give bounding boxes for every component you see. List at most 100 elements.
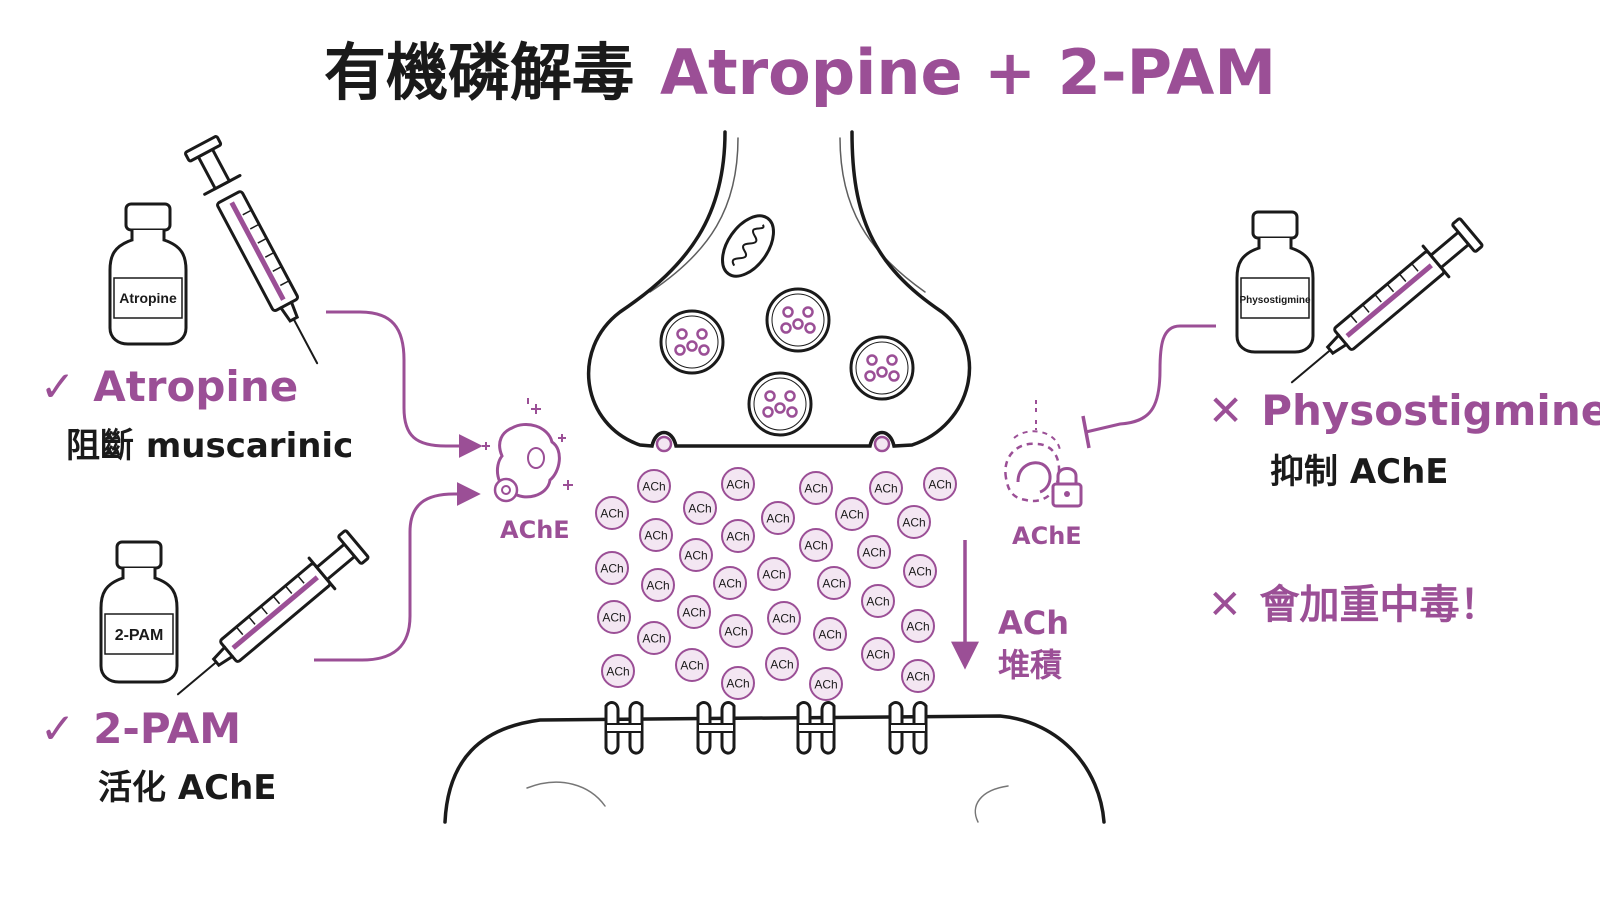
ach-molecule: ACh (601, 654, 635, 688)
ache-active-label: AChE (500, 516, 570, 544)
title-zh: 有機磷解毒 (323, 36, 634, 109)
ach-label: ACh (726, 478, 749, 492)
mitochondrion-icon (721, 214, 775, 278)
title-en: Atropine + 2-PAM (659, 36, 1277, 109)
ach-molecule: ACh (597, 600, 631, 634)
ach-molecule: ACh (719, 614, 753, 648)
ach-molecule: ACh (857, 535, 891, 569)
ach-molecule: ACh (721, 666, 755, 700)
ach-molecule: ACh (595, 496, 629, 530)
ach-label: ACh (766, 512, 789, 526)
check-icon: ✓ (40, 362, 76, 411)
ach-label: ACh (726, 530, 749, 544)
ach-label: ACh (680, 659, 703, 673)
ach-molecule: ACh (641, 568, 675, 602)
ach-label: ACh (908, 565, 931, 579)
ach-molecule: ACh (757, 557, 791, 591)
ach-label: ACh (606, 665, 629, 679)
ach-molecule: ACh (817, 566, 851, 600)
ach-label: ACh (688, 502, 711, 516)
postsynaptic-membrane (443, 714, 1106, 824)
ach-molecule: ACh (861, 637, 895, 671)
ach-label: ACh (902, 516, 925, 530)
ach-molecule: ACh (637, 469, 671, 503)
ach-molecule: ACh (809, 667, 843, 701)
ach-label: ACh (642, 480, 665, 494)
syringe-icon (184, 135, 319, 365)
receptor-icon (796, 701, 836, 755)
ach-accumulation-label: ACh 堆積 (998, 602, 1069, 686)
presynaptic-terminal (586, 130, 972, 448)
vial-icon: Physostigmine (1235, 210, 1315, 354)
ach-label: ACh (906, 670, 929, 684)
physo-desc: 抑制 AChE (1270, 452, 1449, 492)
pam-name: 2-PAM (93, 704, 242, 753)
ach-molecule: ACh (721, 519, 755, 553)
atropine-vial-label: Atropine (119, 290, 177, 306)
ach-label: ACh (762, 568, 785, 582)
inhibition-bar (1081, 415, 1091, 449)
ach-label: ACh (874, 482, 897, 496)
physo-heading: ✕ Physostigmine (1208, 386, 1600, 435)
ach-molecule: ACh (675, 648, 709, 682)
ach-label: ACh (724, 625, 747, 639)
ach-label: ACh (906, 620, 929, 634)
ach-molecule: ACh (799, 471, 833, 505)
receptor-icon (888, 701, 928, 755)
ach-label: ACh (928, 478, 951, 492)
vial-icon: 2-PAM (99, 540, 179, 684)
ach-label: ACh (726, 677, 749, 691)
atropine-arrow (326, 310, 483, 458)
ach-molecule: ACh (721, 467, 755, 501)
accumulation-line2: 堆積 (998, 646, 1063, 684)
ach-molecule: ACh (901, 609, 935, 643)
ach-label: ACh (814, 678, 837, 692)
vesicle-icon (849, 335, 915, 401)
ach-label: ACh (804, 539, 827, 553)
atropine-name: Atropine (93, 362, 299, 411)
ach-label: ACh (642, 632, 665, 646)
receptor-icon (604, 701, 644, 755)
release-site (655, 435, 673, 453)
ach-molecule: ACh (923, 467, 957, 501)
ach-label: ACh (600, 507, 623, 521)
warning-message: 會加重中毒！ (1259, 582, 1500, 628)
ach-label: ACh (602, 611, 625, 625)
cross-icon: ✕ (1208, 386, 1244, 435)
ach-molecule: ACh (761, 501, 795, 535)
ach-molecule: ACh (713, 566, 747, 600)
release-site (873, 435, 891, 453)
ach-molecule: ACh (765, 647, 799, 681)
receptors-group (604, 701, 928, 755)
ach-molecule: ACh (869, 471, 903, 505)
ach-molecule: ACh (903, 554, 937, 588)
physo-name: Physostigmine (1261, 386, 1600, 435)
ach-label: ACh (718, 577, 741, 591)
ach-label: ACh (684, 549, 707, 563)
ach-molecule: ACh (901, 659, 935, 693)
ach-label: ACh (866, 648, 889, 662)
ach-label: ACh (818, 628, 841, 642)
page-title: 有機磷解毒 Atropine + 2-PAM (0, 22, 1600, 112)
ach-label: ACh (804, 482, 827, 496)
ach-molecule: ACh (813, 617, 847, 651)
syringe-icon (1290, 217, 1484, 384)
ach-label: ACh (862, 546, 885, 560)
ach-label: ACh (772, 612, 795, 626)
accumulation-line1: ACh (998, 604, 1070, 642)
ach-label: ACh (600, 562, 623, 576)
vesicles-group (659, 287, 915, 437)
enzyme-icon (482, 398, 573, 503)
pam-arrow (314, 482, 481, 662)
vesicle-icon (765, 287, 831, 353)
ach-molecule: ACh (861, 584, 895, 618)
ach-label: ACh (646, 579, 669, 593)
ach-label: ACh (770, 658, 793, 672)
ache-blocked-label: AChE (1012, 522, 1082, 550)
atropine-desc: 阻斷 muscarinic (66, 426, 354, 466)
ach-molecule: ACh (799, 528, 833, 562)
pam-desc: 活化 AChE (98, 768, 277, 808)
